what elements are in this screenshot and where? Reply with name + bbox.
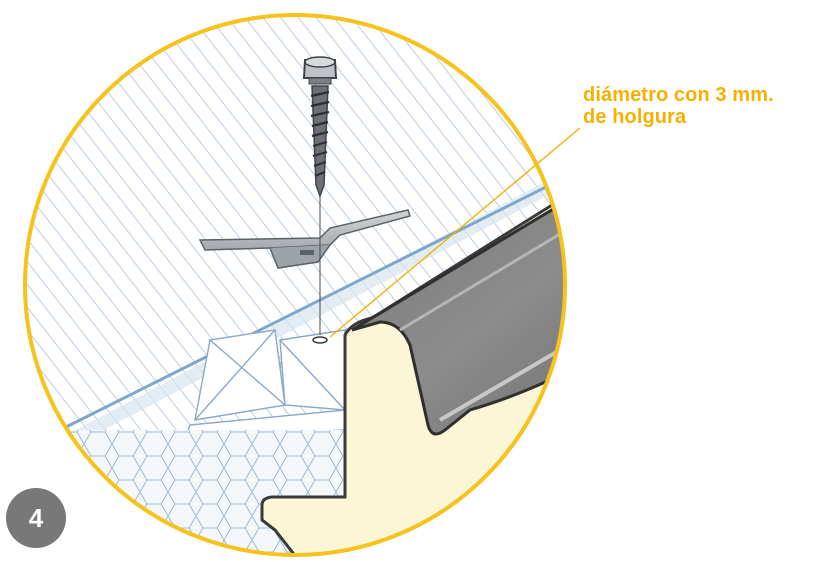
- magnifier-circle: [23, 13, 567, 557]
- panel-edge-line: [59, 148, 565, 432]
- annotation-line-1: diámetro con 3 mm.: [583, 84, 774, 106]
- drill-hole: [312, 336, 328, 344]
- annotation-line-2: de holgura: [583, 106, 687, 128]
- fixing-clip: [198, 209, 411, 269]
- hole-diameter-annotation: diámetro con 3 mm. de holgura: [583, 84, 813, 128]
- step-number-badge: 4: [6, 488, 66, 548]
- callout-leader-line: [329, 127, 581, 338]
- screw: [302, 56, 338, 335]
- metal-skin-highlight: [399, 148, 565, 332]
- metal-skin-rib-highlight: [438, 208, 565, 422]
